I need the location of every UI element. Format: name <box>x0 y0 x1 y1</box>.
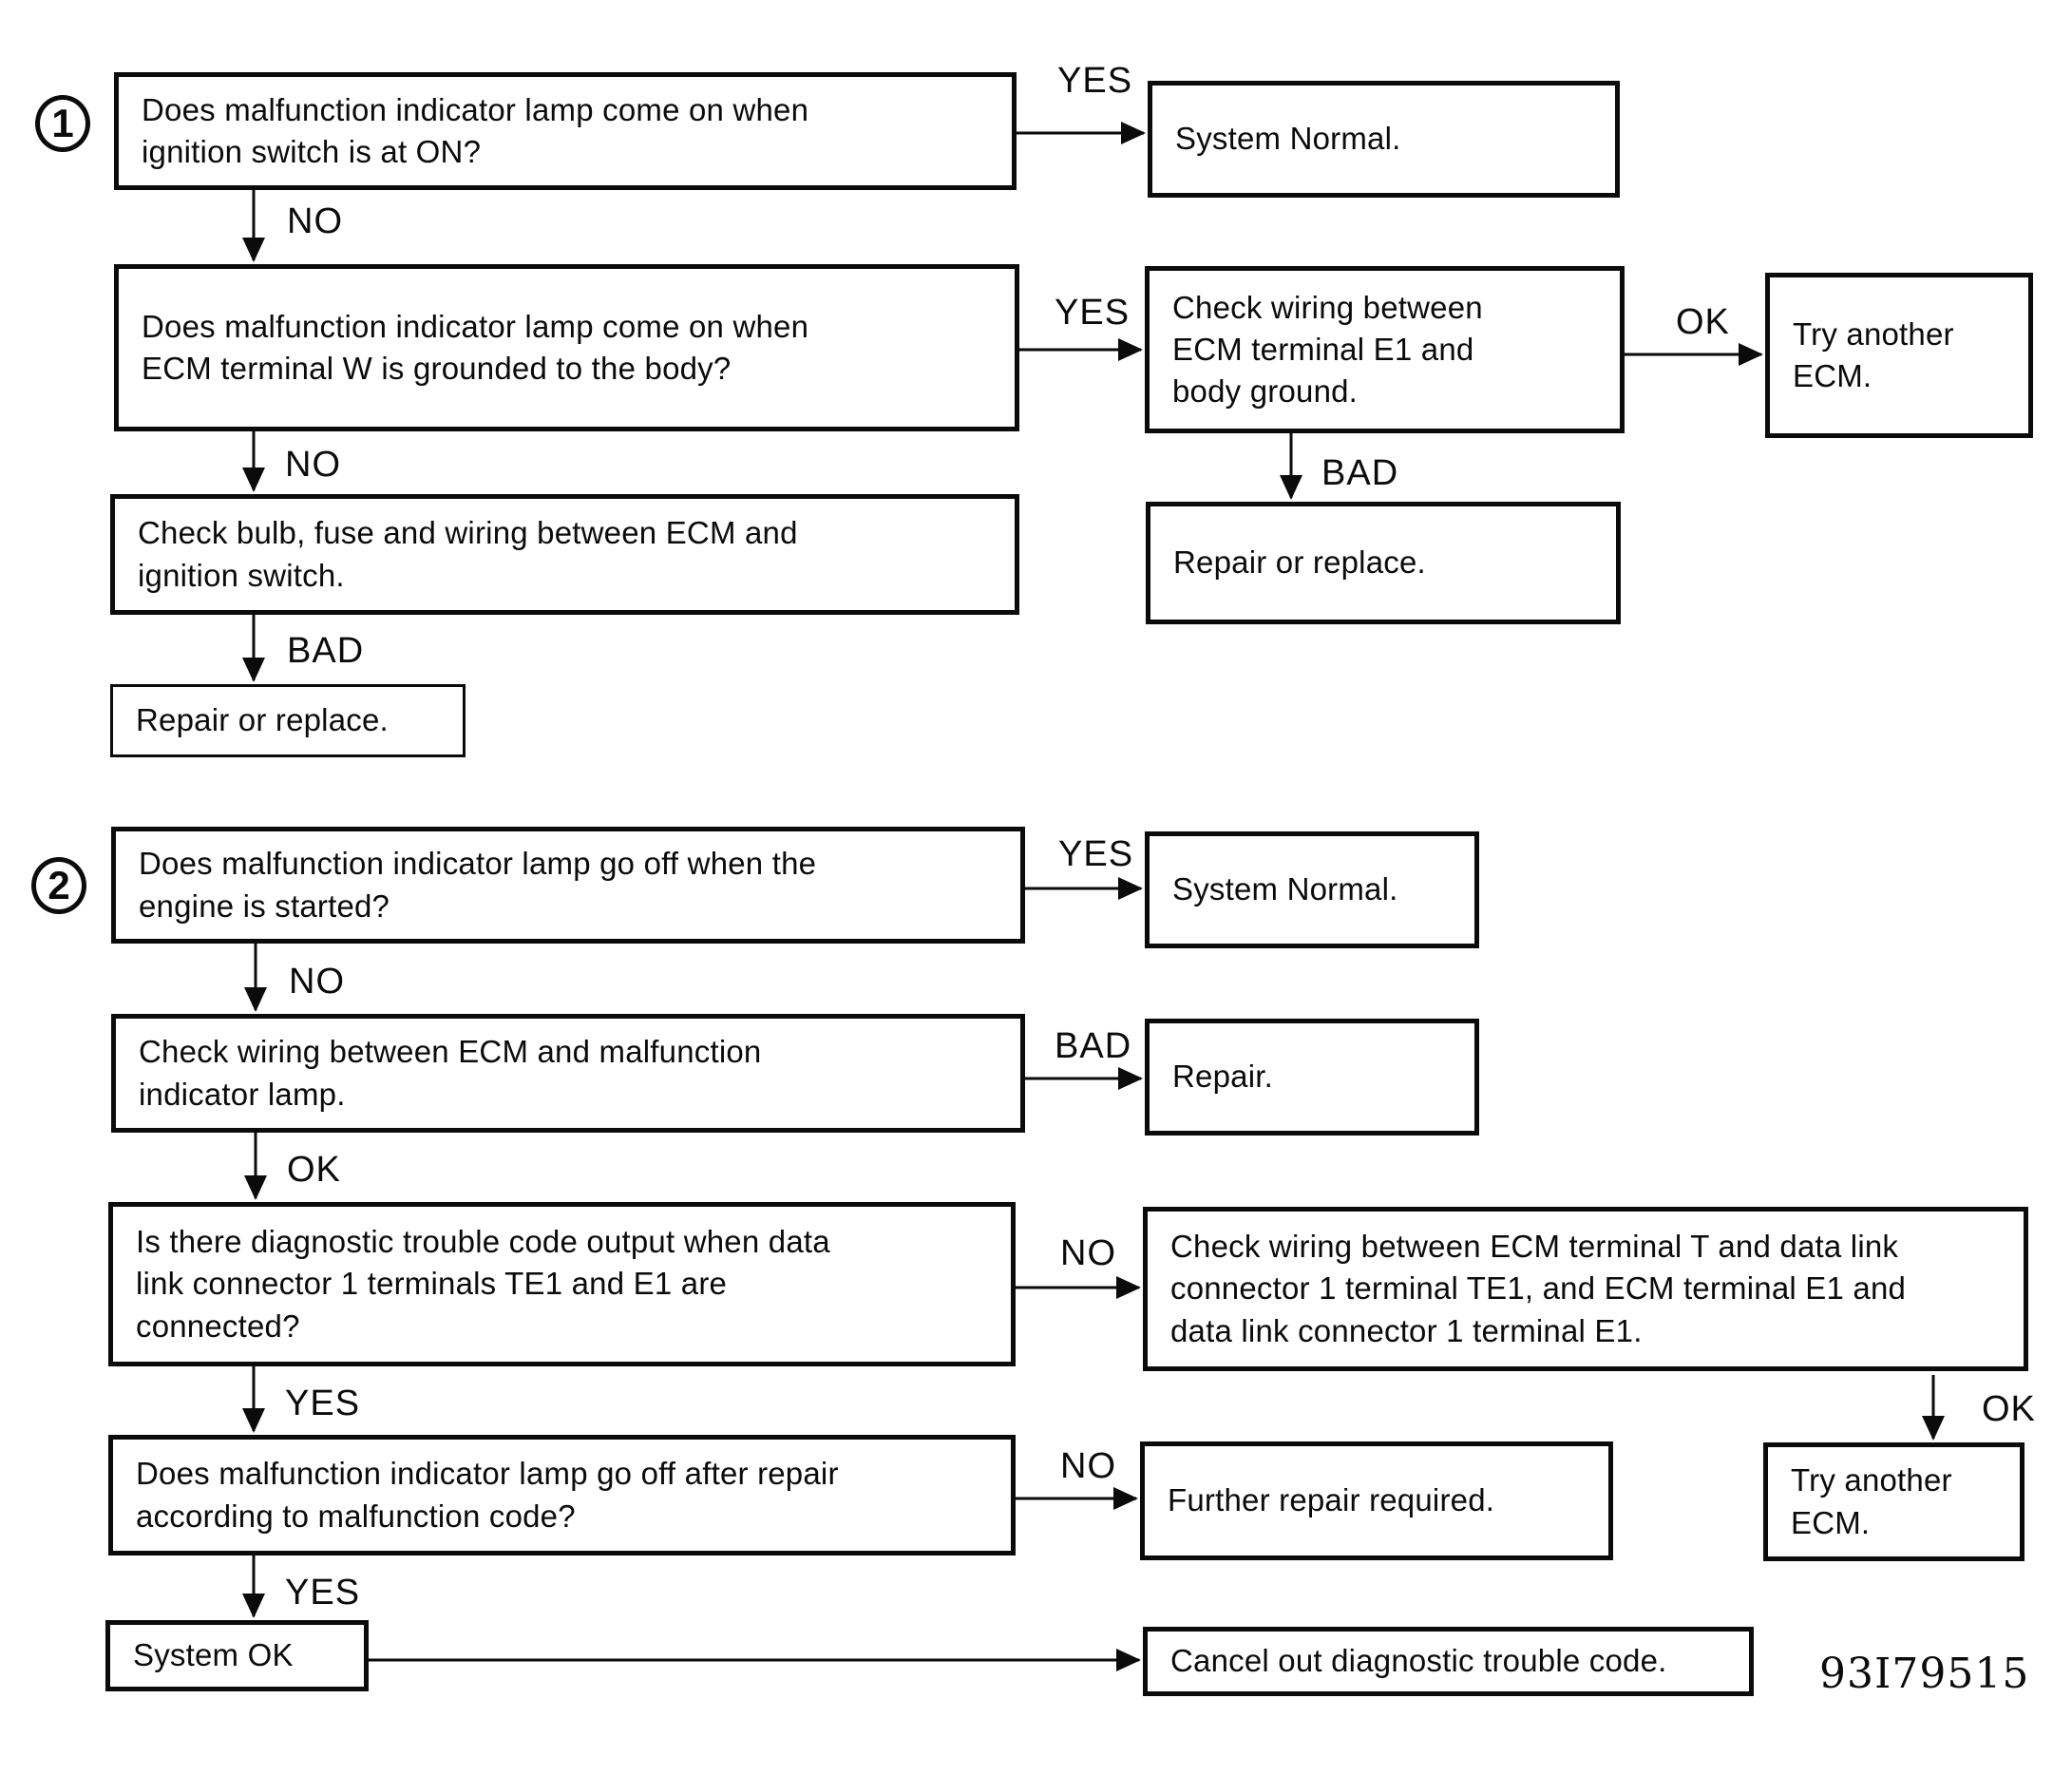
edge-label-yes-2: YES <box>1055 293 1131 333</box>
edge-label-ok-3: OK <box>1982 1389 2036 1429</box>
node-further-repair-required: Further repair required. <box>1140 1441 1613 1560</box>
node-repair-or-replace-right: Repair or replace. <box>1146 502 1621 624</box>
edge-label-yes-1: YES <box>1057 61 1133 101</box>
node-system-normal-1: System Normal. <box>1148 81 1620 198</box>
node-try-another-ecm-1: Try another ECM. <box>1765 273 2033 438</box>
node-check-bulb-fuse: Check bulb, fuse and wiring between ECM … <box>110 494 1019 615</box>
edge-label-ok-1: OK <box>1676 302 1730 342</box>
node-system-normal-2: System Normal. <box>1145 831 1479 948</box>
node-q-dtc-output: Is there diagnostic trouble code output … <box>108 1202 1016 1366</box>
node-cancel-dtc: Cancel out diagnostic trouble code. <box>1143 1627 1754 1696</box>
edge-label-bad-2: BAD <box>287 631 365 671</box>
edge-label-yes-5: YES <box>285 1573 361 1613</box>
edge-label-no-3: NO <box>289 962 345 1002</box>
node-q-lamp-off-after-repair: Does malfunction indicator lamp go off a… <box>108 1435 1016 1556</box>
node-q-lamp-off-engine: Does malfunction indicator lamp go off w… <box>111 827 1025 944</box>
step-1-badge: 1 <box>35 95 90 152</box>
node-repair: Repair. <box>1145 1019 1479 1136</box>
edge-label-yes-3: YES <box>1058 834 1134 874</box>
node-try-another-ecm-2: Try another ECM. <box>1763 1442 2024 1561</box>
figure-code: 93I79515 <box>1819 1650 2030 1698</box>
node-check-wiring-mil: Check wiring between ECM and malfunction… <box>111 1014 1025 1133</box>
node-q-lamp-on-ignition: Does malfunction indicator lamp come on … <box>114 72 1017 190</box>
edge-label-no-4: NO <box>1060 1233 1116 1273</box>
node-system-ok: System OK <box>105 1620 369 1691</box>
node-check-wiring-t-tdl: Check wiring between ECM terminal T and … <box>1143 1207 2028 1371</box>
edge-label-ok-2: OK <box>287 1150 341 1190</box>
edge-label-bad-1: BAD <box>1321 453 1399 493</box>
edge-label-no-2: NO <box>285 445 341 485</box>
node-q-lamp-on-grounded: Does malfunction indicator lamp come on … <box>114 264 1019 431</box>
edge-label-yes-4: YES <box>285 1384 361 1423</box>
edge-label-bad-3: BAD <box>1055 1026 1132 1066</box>
node-check-wiring-e1-body: Check wiring between ECM terminal E1 and… <box>1145 266 1625 433</box>
node-repair-or-replace-left: Repair or replace. <box>110 684 466 757</box>
step-2-badge: 2 <box>31 857 86 914</box>
edge-label-no-5: NO <box>1060 1446 1116 1486</box>
edge-label-no-1: NO <box>287 201 343 241</box>
